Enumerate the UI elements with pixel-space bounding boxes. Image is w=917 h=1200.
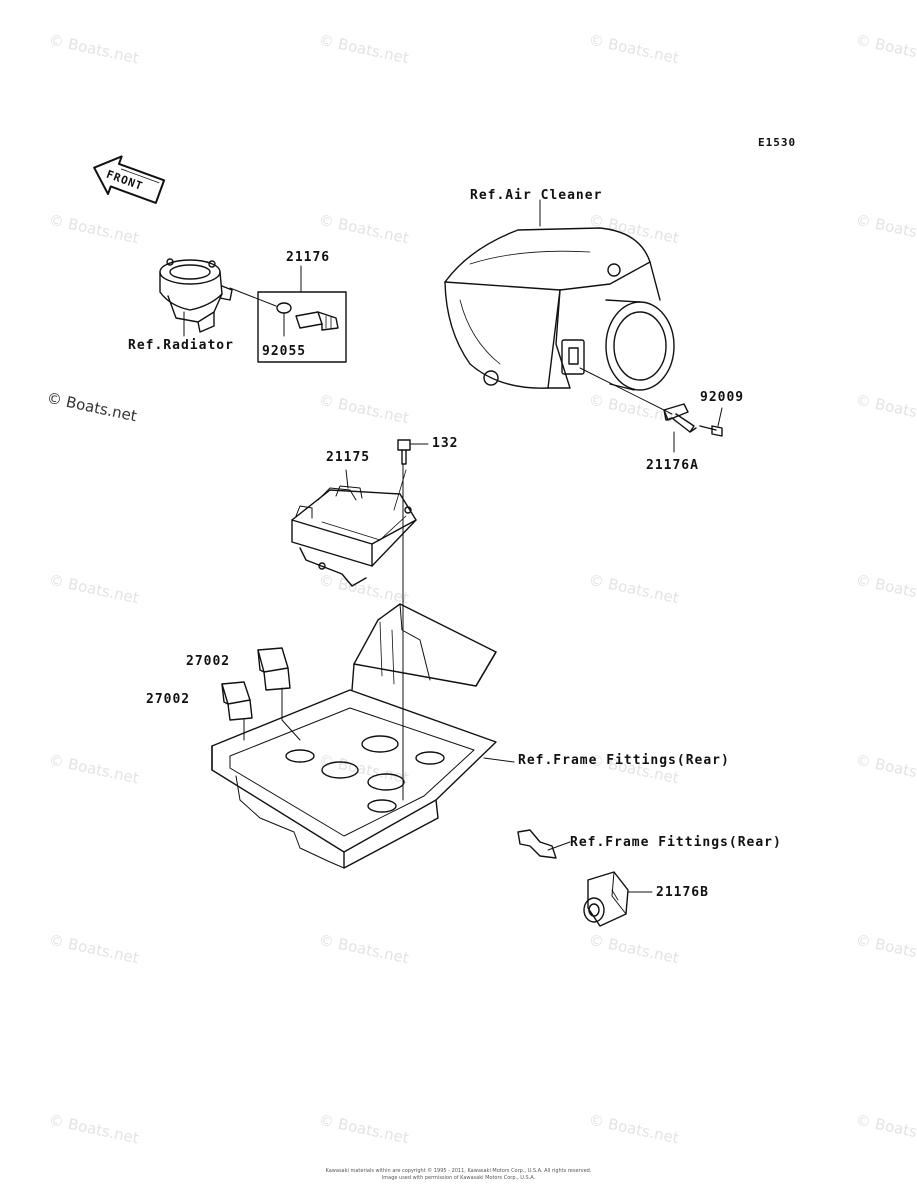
radiator-housing	[159, 258, 233, 337]
part-27002-relay-lower	[221, 681, 253, 741]
label-132: 132	[432, 436, 459, 451]
frame-tray	[211, 603, 515, 869]
air-cleaner-housing	[444, 199, 675, 415]
part-21176-bracket	[229, 265, 347, 363]
label-92055: 92055	[262, 344, 307, 359]
label-27002-upper: 27002	[186, 654, 231, 669]
label-ref-air-cleaner: Ref.Air Cleaner	[470, 188, 603, 203]
label-ref-frame-fittings-rear-bracket: Ref.Frame Fittings(Rear)	[570, 835, 782, 850]
label-27002-lower: 27002	[146, 692, 191, 707]
bracket-fitting	[517, 829, 571, 859]
part-27002-relay-upper	[257, 647, 301, 741]
label-21176: 21176	[286, 250, 331, 265]
label-ref-radiator: Ref.Radiator	[128, 338, 234, 353]
part-92009-screw	[699, 407, 723, 437]
label-21176a: 21176A	[646, 458, 699, 473]
part-21175-ecu	[291, 469, 417, 587]
copyright-line-1: Kawasaki materials within are copyright …	[325, 1168, 592, 1174]
copyright-line-2: Image used with permission of Kawasaki M…	[381, 1175, 536, 1181]
label-92009: 92009	[700, 390, 745, 405]
part-132-bolt	[397, 439, 429, 465]
part-21176a-sensor	[663, 403, 697, 453]
label-ref-frame-fittings-rear: Ref.Frame Fittings(Rear)	[518, 753, 730, 768]
diagram-code: E1530	[758, 136, 797, 149]
part-21176b-sensor	[583, 871, 653, 927]
label-21176b: 21176B	[656, 885, 709, 900]
label-21175: 21175	[326, 450, 371, 465]
front-arrow-icon: FRONT	[93, 155, 166, 204]
